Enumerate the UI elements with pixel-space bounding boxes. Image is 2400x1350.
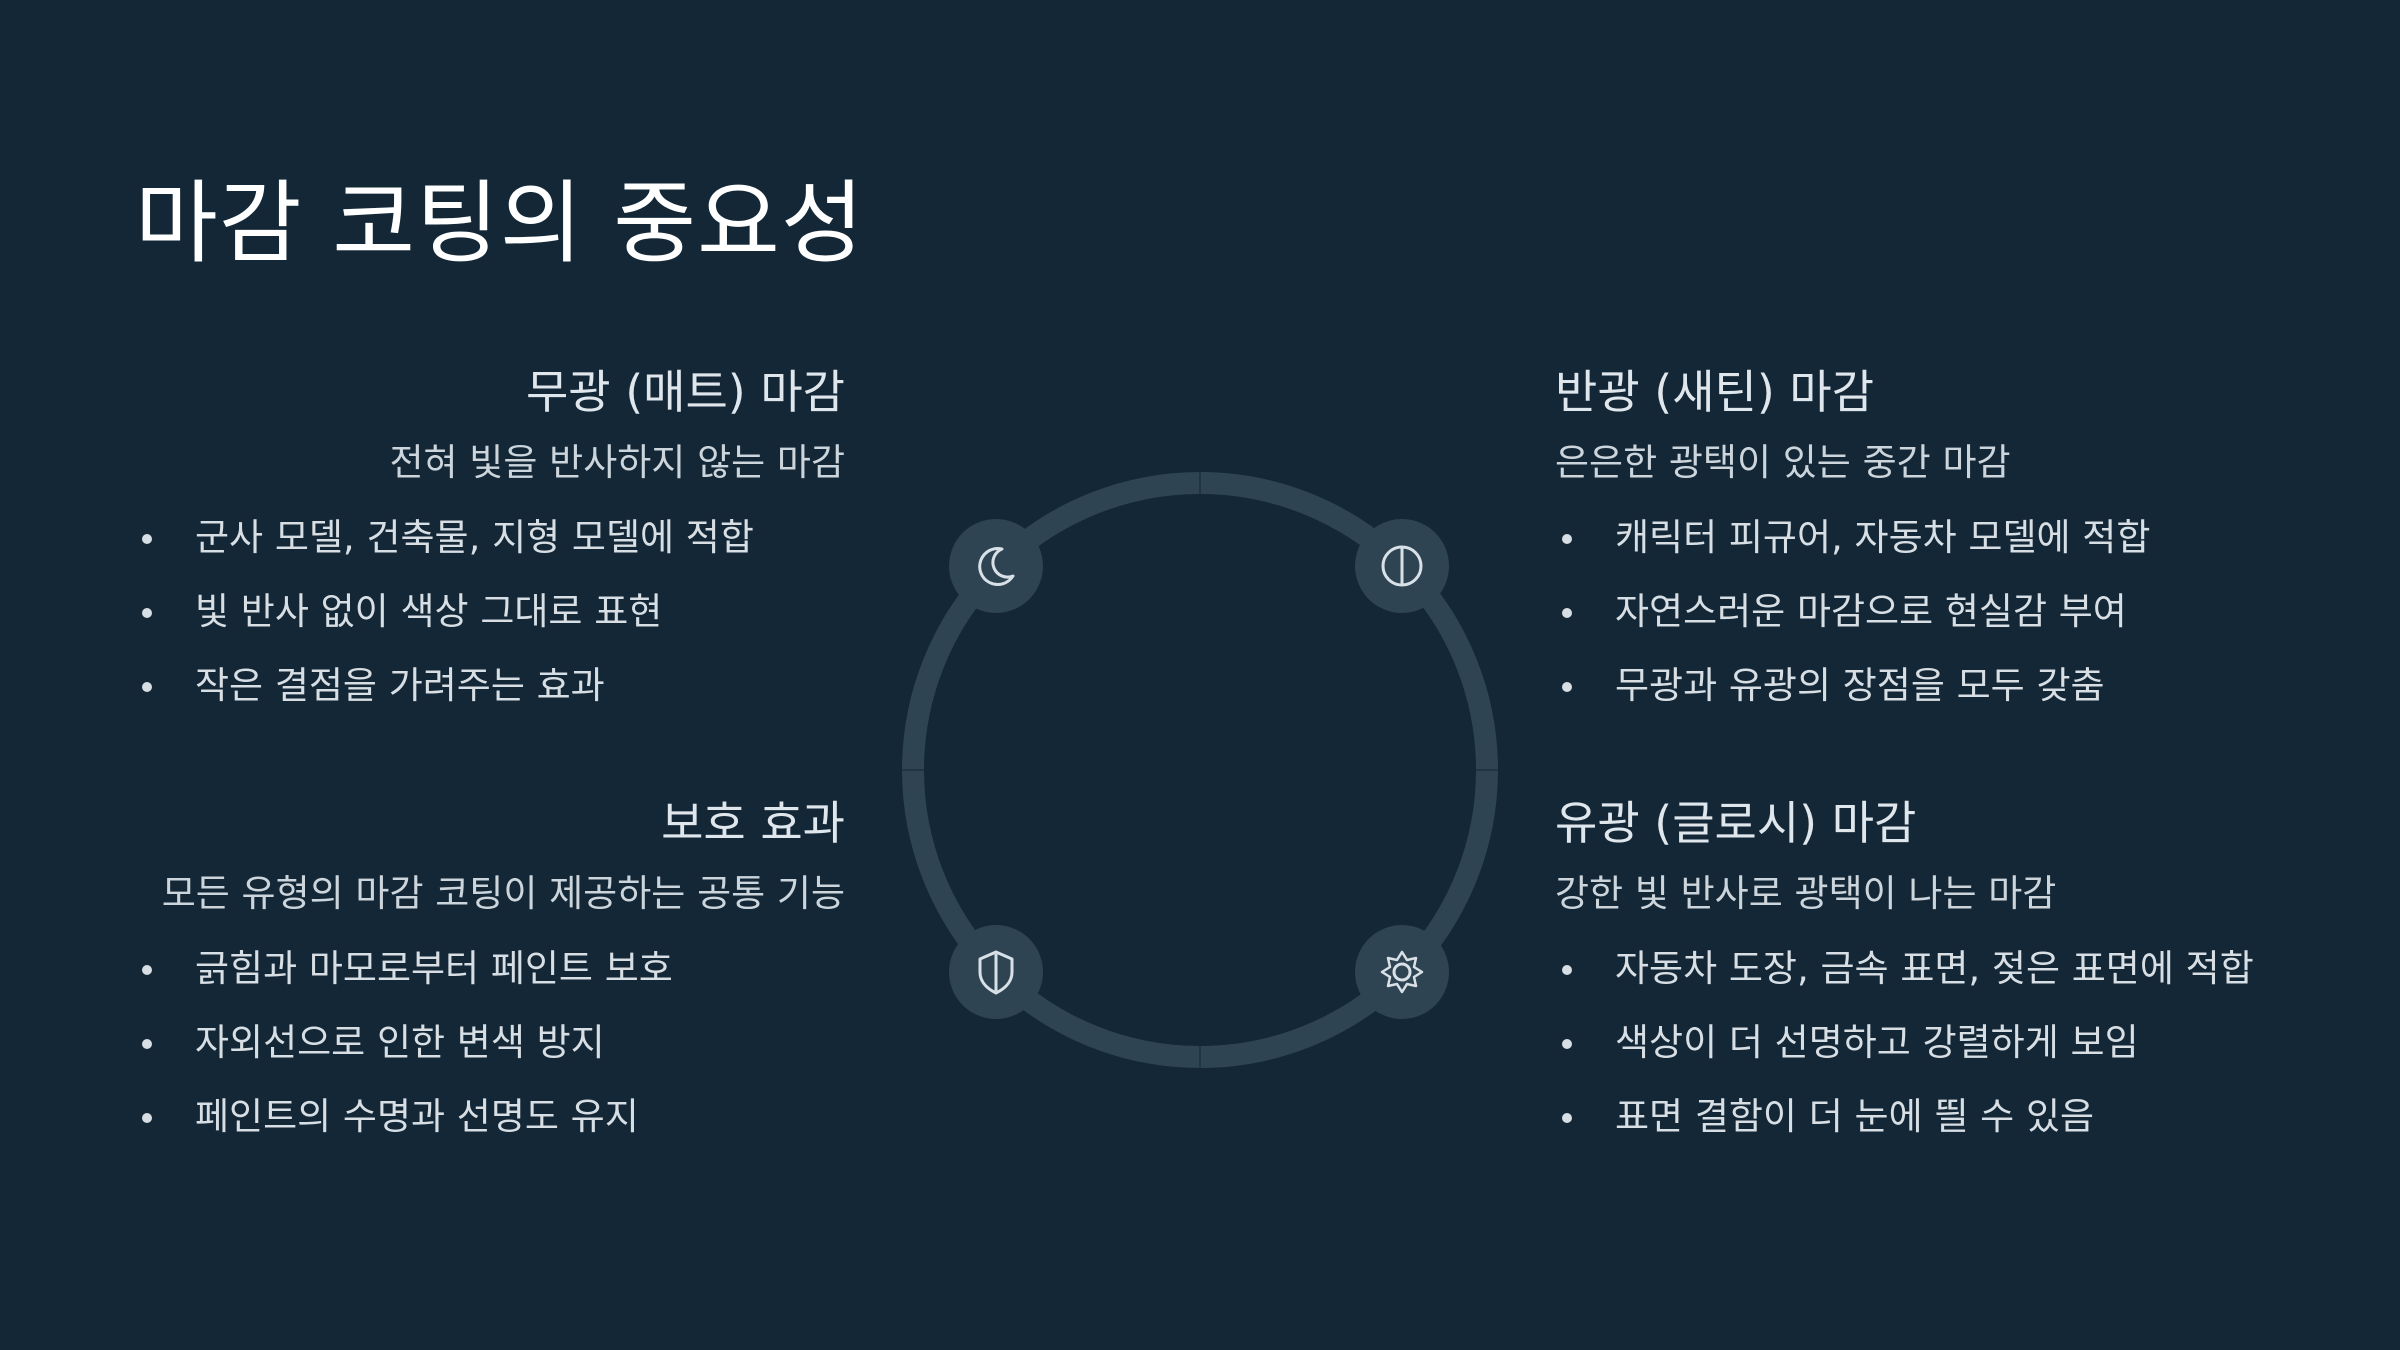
bullet-item: 빛 반사 없이 색상 그대로 표현 — [135, 587, 845, 637]
section-protection: 보호 효과 모든 유형의 마감 코팅이 제공하는 공통 기능 긁힘과 마모로부터… — [135, 793, 845, 1166]
bullet-item: 자동차 도장, 금속 표면, 젖은 표면에 적합 — [1555, 944, 2265, 994]
section-satin: 반광 (새틴) 마감 은은한 광택이 있는 중간 마감 캐릭터 피규어, 자동차… — [1555, 362, 2265, 735]
shield-icon — [978, 950, 1014, 995]
bullet-item: 색상이 더 선명하고 강렬하게 보임 — [1555, 1018, 2265, 1068]
section-gloss: 유광 (글로시) 마감 강한 빛 반사로 광택이 나는 마감 자동차 도장, 금… — [1555, 793, 2265, 1166]
bullet-item: 무광과 유광의 장점을 모두 갖춤 — [1555, 661, 2265, 711]
bullet-item: 자연스러운 마감으로 현실감 부여 — [1555, 587, 2265, 637]
sun-icon — [1380, 950, 1424, 994]
cycle-node — [949, 519, 1043, 613]
bullet-item: 군사 모델, 건축물, 지형 모델에 적합 — [135, 513, 845, 563]
bullet-item: 긁힘과 마모로부터 페인트 보호 — [135, 944, 845, 994]
bullet-item: 캐릭터 피규어, 자동차 모델에 적합 — [1555, 513, 2265, 563]
bullet-item: 자외선으로 인한 변색 방지 — [135, 1018, 845, 1068]
section-title: 무광 (매트) 마감 — [525, 365, 845, 419]
half-circle-icon — [1381, 545, 1423, 587]
bullet-item: 작은 결점을 가려주는 효과 — [135, 661, 845, 711]
section-title: 유광 (글로시) 마감 — [1555, 796, 1917, 850]
moon-icon — [978, 547, 1015, 586]
bullet-item: 표면 결함이 더 눈에 띌 수 있음 — [1555, 1092, 2265, 1142]
section-title: 반광 (새틴) 마감 — [1555, 365, 1875, 419]
bullet-list: 군사 모델, 건축물, 지형 모델에 적합 빛 반사 없이 색상 그대로 표현 … — [135, 513, 845, 711]
bullet-item: 페인트의 수명과 선명도 유지 — [135, 1092, 845, 1142]
section-subtitle: 강한 빛 반사로 광택이 나는 마감 — [1555, 872, 2057, 915]
cycle-node — [1355, 925, 1449, 1019]
section-subtitle: 은은한 광택이 있는 중간 마감 — [1555, 441, 2011, 484]
cycle-ring — [901, 471, 1499, 1069]
section-title: 보호 효과 — [661, 796, 845, 850]
bullet-list: 긁힘과 마모로부터 페인트 보호 자외선으로 인한 변색 방지 페인트의 수명과… — [135, 944, 845, 1142]
slide-title: 마감 코팅의 중요성 — [135, 171, 865, 276]
cycle-diagram — [895, 465, 1505, 1075]
section-matte: 무광 (매트) 마감 전혀 빛을 반사하지 않는 마감 군사 모델, 건축물, … — [135, 362, 845, 735]
bullet-list: 캐릭터 피규어, 자동차 모델에 적합 자연스러운 마감으로 현실감 부여 무광… — [1555, 513, 2265, 711]
section-subtitle: 전혀 빛을 반사하지 않는 마감 — [389, 441, 845, 484]
section-subtitle: 모든 유형의 마감 코팅이 제공하는 공통 기능 — [161, 872, 845, 915]
bullet-list: 자동차 도장, 금속 표면, 젖은 표면에 적합 색상이 더 선명하고 강렬하게… — [1555, 944, 2265, 1142]
